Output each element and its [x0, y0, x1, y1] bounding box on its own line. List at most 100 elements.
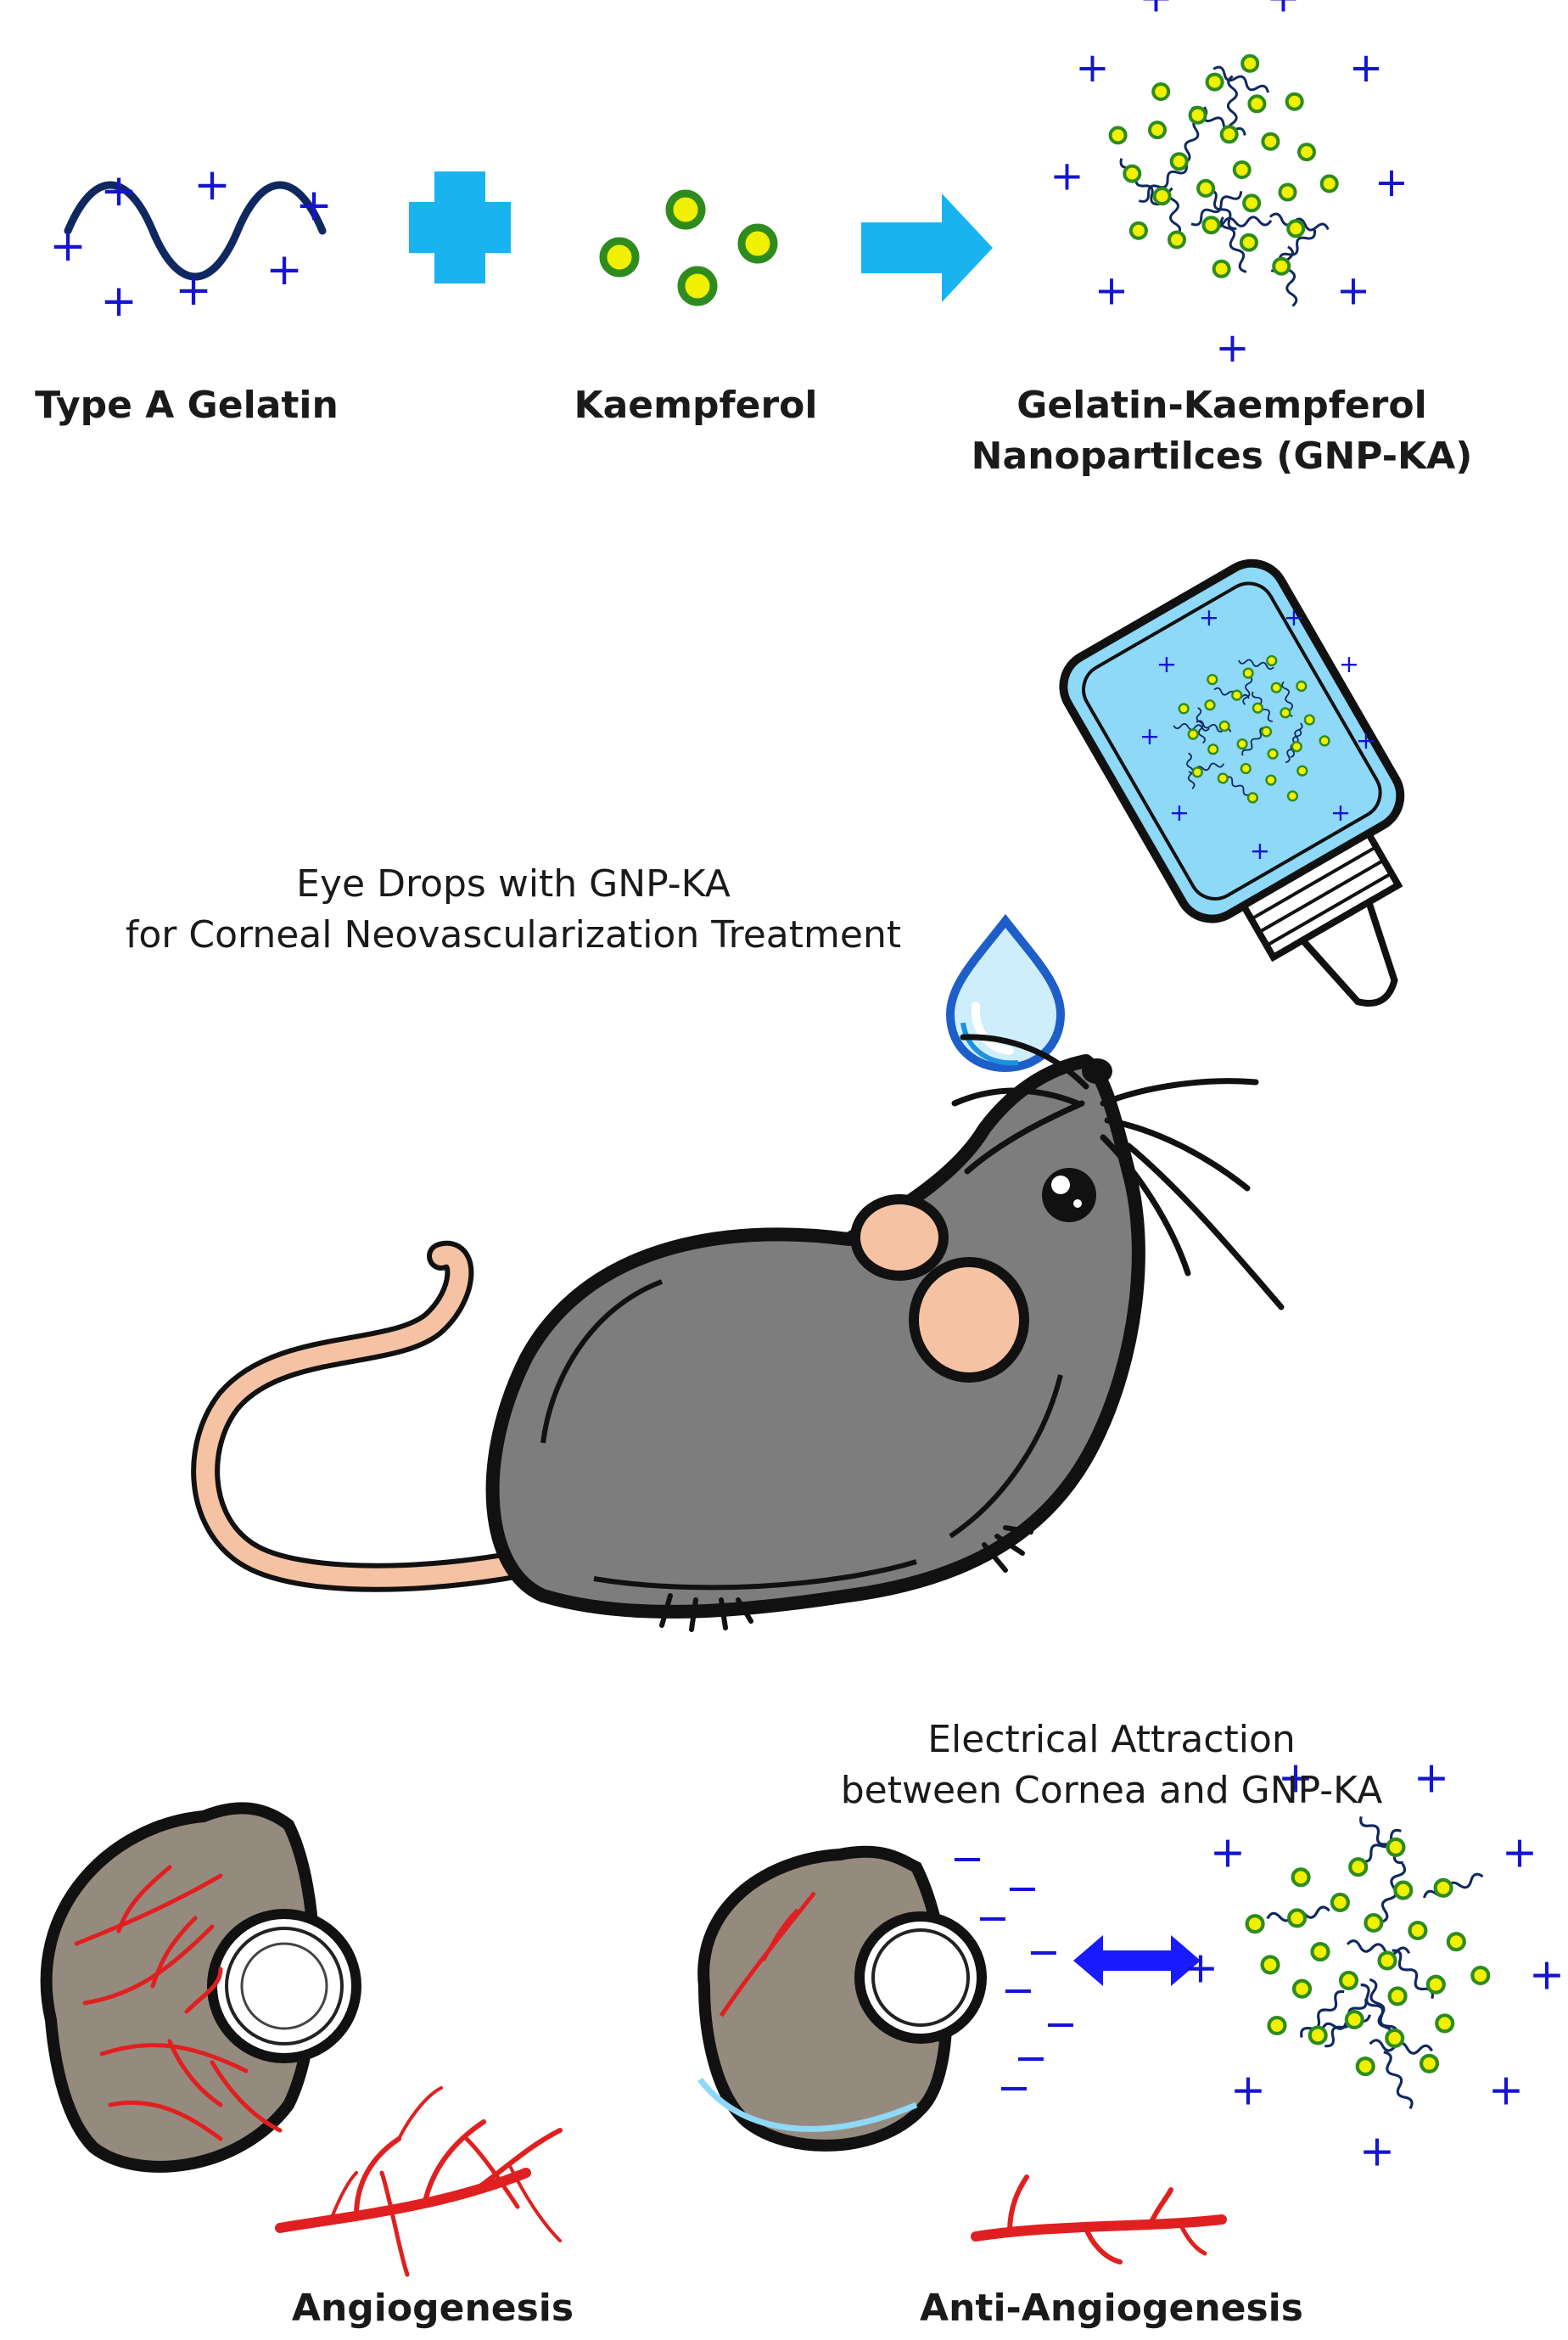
kaempferol-particle — [1218, 720, 1230, 732]
kaempferol-particle — [1296, 765, 1308, 777]
polymer-strand — [1241, 727, 1265, 756]
kaempferol-particle — [1217, 772, 1229, 784]
mouse-icon — [191, 1034, 1285, 1632]
kaempferol-particle — [1267, 748, 1279, 760]
kaempferol-particle — [1204, 699, 1216, 711]
plus-charge-icon: + — [1349, 44, 1383, 92]
polymer-strand — [1212, 65, 1269, 93]
water-drop-icon — [945, 913, 1066, 1073]
plus-charge-icon: + — [1169, 798, 1190, 827]
plus-charge-icon: + — [1199, 603, 1219, 631]
angiogenesis-label: Angiogenesis — [291, 2287, 574, 2330]
plus-charge-icon: + — [49, 221, 87, 272]
kaempferol-particle — [1240, 762, 1252, 775]
kaempferol-particle — [1308, 2025, 1328, 2045]
kaempferol-particle — [1286, 219, 1306, 238]
kaempferol-particle — [1291, 1867, 1311, 1888]
reduced-blood-vessel-icon — [971, 2174, 1227, 2264]
plus-charge-icon: + — [1502, 1827, 1537, 1877]
kaempferol-particle — [1265, 774, 1277, 786]
attraction-line1: Electrical Attraction — [927, 1718, 1296, 1761]
treatment-line1: Eye Drops with GNP-KA — [296, 862, 731, 906]
kaempferol-particle — [1240, 53, 1260, 73]
kaempferol-particle — [1425, 1974, 1446, 1995]
plus-charge-icon: + — [295, 180, 333, 231]
kaempferol-particle — [1435, 2013, 1455, 2034]
plus-sign-icon — [409, 171, 511, 283]
polymer-strand — [1360, 1983, 1398, 2038]
nanoparticle-icon: +++++++++ — [1050, 0, 1408, 372]
plus-charge-icon: + — [1330, 798, 1351, 827]
plus-charge-icon: + — [1414, 1753, 1449, 1803]
nanoparticle-label-line2: Nanopartilces (GNP-KA) — [971, 435, 1473, 478]
kaempferol-particle — [1246, 792, 1259, 804]
polymer-strand — [1138, 165, 1189, 203]
kaempferol-particle — [1330, 1892, 1350, 1912]
treatment-line2: for Corneal Neovascularization Treatment — [125, 913, 902, 957]
kaempferol-particle — [1207, 744, 1219, 755]
kaempferol-particle — [1393, 1880, 1414, 1900]
plus-charge-icon: + — [1278, 1753, 1313, 1803]
kaempferol-particle — [1123, 164, 1142, 183]
plus-charge-icon: + — [1375, 159, 1408, 206]
plus-charge-icon: + — [1356, 726, 1376, 755]
kaempferol-particle — [1278, 182, 1297, 202]
plus-charge-icon: + — [1140, 721, 1160, 750]
polymer-strand — [1290, 722, 1303, 759]
gelatin-chain-icon — [64, 181, 327, 281]
kaempferol-particle — [1266, 654, 1278, 667]
kaempferol-particle — [1261, 132, 1280, 151]
kaempferol-particle — [1344, 2009, 1364, 2030]
polymer-strand — [1219, 216, 1247, 273]
plus-charge-icon: + — [175, 265, 212, 316]
kaempferol-particle — [1260, 1955, 1280, 1975]
plus-charge-icon: + — [1215, 324, 1249, 372]
plus-charge-icon: + — [1336, 267, 1370, 315]
kaempferol-particle — [1310, 1942, 1330, 1962]
kaempferol-particle — [1291, 741, 1302, 753]
attraction-line2: between Cornea and GNP-KA — [840, 1769, 1383, 1812]
minus-charge-icon: − — [1044, 2001, 1078, 2048]
kaempferol-particle — [1319, 735, 1330, 747]
plus-charge-icon: + — [1156, 649, 1177, 678]
kaempferol-particle — [1178, 703, 1190, 715]
kaempferol-particle — [1287, 1908, 1308, 1928]
kaempferol-particle — [1348, 1857, 1369, 1877]
kaempferol-molecules — [599, 189, 778, 306]
polymer-strand — [1422, 1872, 1484, 1899]
kaempferol-particle — [1355, 2057, 1375, 2077]
plus-charge-icon: + — [266, 244, 303, 295]
kaempferol-particle — [1242, 194, 1262, 213]
kaempferol-particle — [1236, 738, 1248, 750]
kaempferol-particle — [1338, 1970, 1359, 1990]
cornea-charges: −−−−−−−− — [950, 1835, 1078, 2112]
eyeball-icon — [40, 1802, 361, 2173]
kaempferol-particle — [1152, 187, 1172, 206]
kaempferol-particle — [1296, 680, 1308, 693]
kaempferol-particle — [1242, 667, 1254, 679]
plus-charge-icon: + — [1139, 0, 1173, 22]
minus-charge-icon: − — [976, 1894, 1010, 1942]
plus-charge-icon: + — [100, 276, 137, 327]
kaempferol-particle — [1385, 2028, 1405, 2048]
kaempferol-particle — [1286, 790, 1299, 802]
minus-charge-icon: − — [950, 1835, 984, 1883]
kaempferol-particle — [1260, 726, 1273, 738]
kaempferol-particle — [1319, 174, 1339, 194]
minus-charge-icon: − — [1001, 1967, 1035, 2014]
kaempferol-particle — [1188, 105, 1207, 125]
plus-charge-icon: + — [1050, 153, 1084, 200]
plus-charge-icon: + — [1284, 603, 1304, 631]
gelatin-charges: +++++++ — [49, 160, 333, 327]
kaempferol-particle — [1408, 1920, 1428, 1941]
polymer-strand — [1238, 659, 1274, 671]
blood-vessel-icon — [275, 2086, 563, 2277]
kaempferol-particle — [1108, 126, 1128, 145]
polymer-strand — [1300, 1989, 1345, 2038]
plus-charge-icon: + — [1266, 0, 1300, 22]
kaempferol-particle — [1191, 766, 1203, 778]
kaempferol-label: Kaempferol — [574, 384, 818, 427]
plus-charge-icon: + — [193, 160, 231, 210]
plus-charge-icon: + — [1183, 1943, 1218, 1993]
plus-charge-icon: + — [1339, 649, 1359, 678]
